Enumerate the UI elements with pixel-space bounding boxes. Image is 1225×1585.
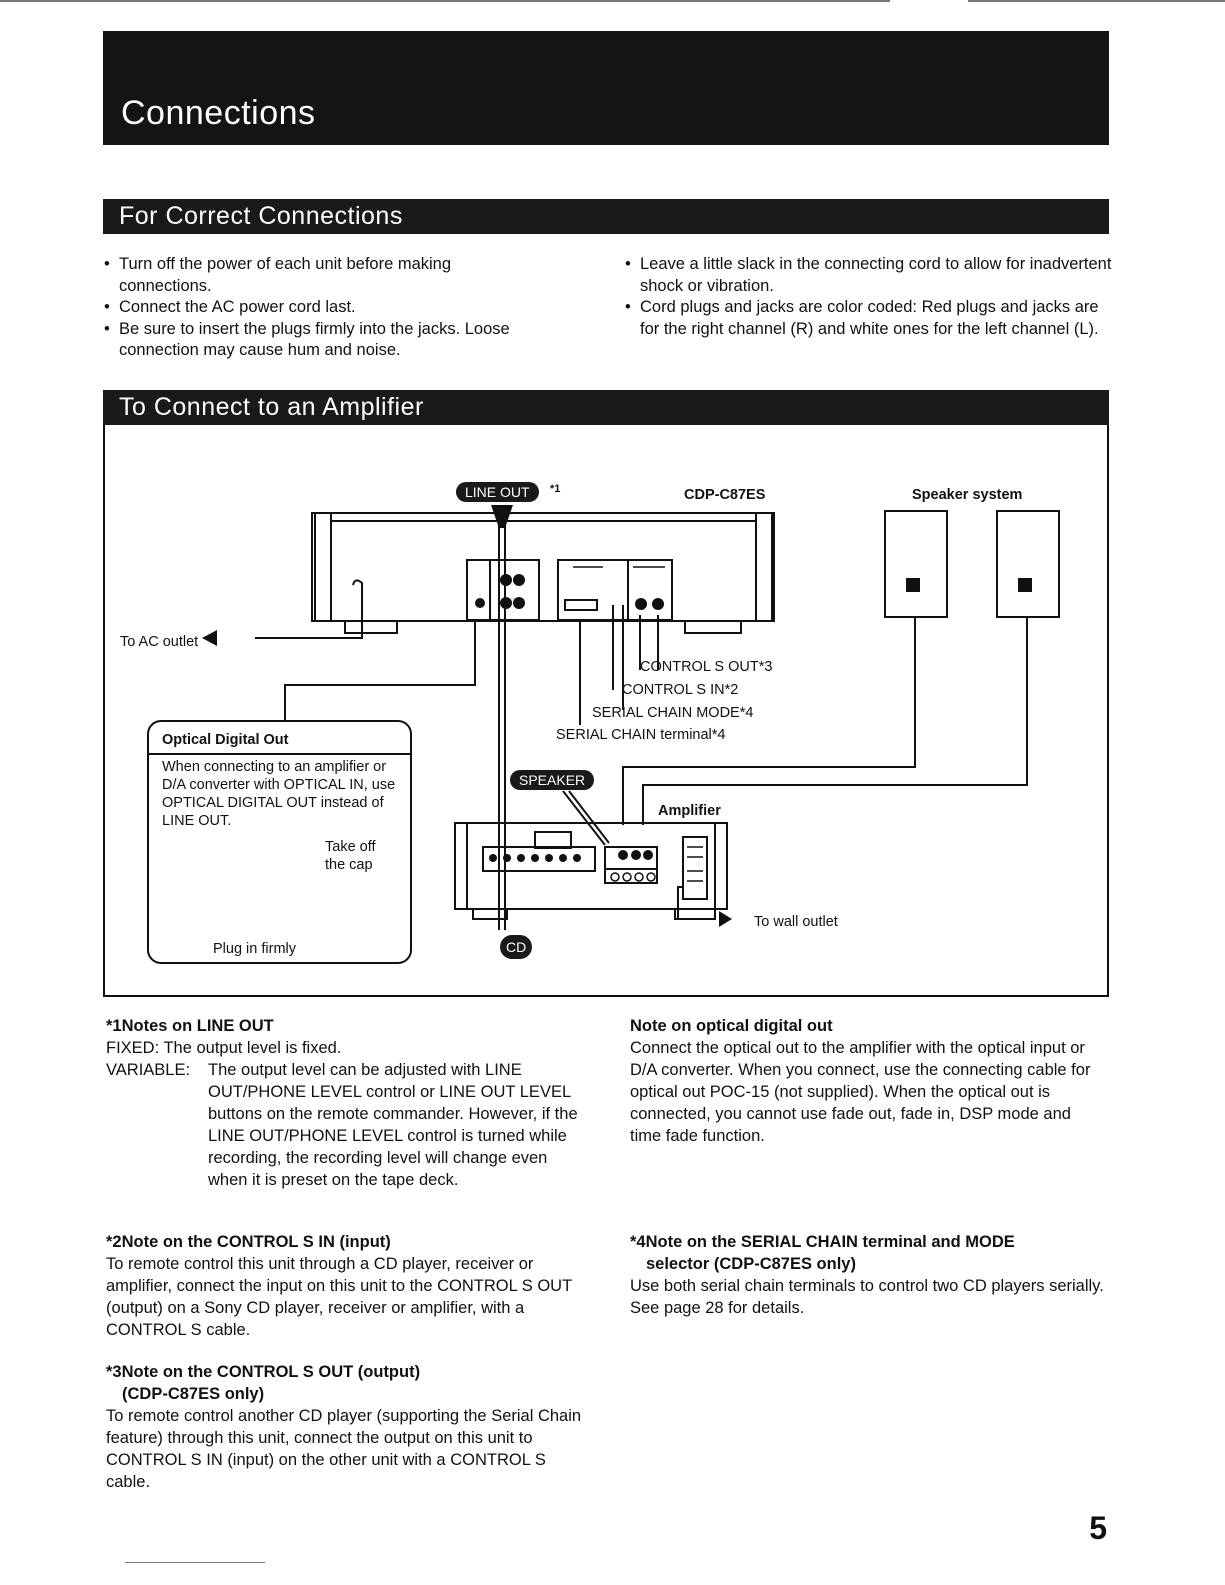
optical-digital-out-box: Optical Digital Out When connecting to a…	[147, 720, 412, 964]
note-variable-label: VARIABLE:	[106, 1061, 191, 1079]
model-label: CDP-C87ES	[684, 487, 766, 503]
top-rule-left	[0, 0, 890, 2]
right-bullet-list: Leave a little slack in the connecting c…	[624, 254, 1114, 340]
cd-player-rear-panel	[311, 512, 775, 622]
plug-in-firmly-label: Plug in firmly	[213, 941, 296, 957]
line-out-ref: *1	[550, 483, 561, 495]
amplifier-rear-panel	[454, 822, 728, 910]
cd-pill: CD	[500, 935, 533, 959]
take-off-cap-label: Take off the cap	[325, 839, 376, 873]
note-control-s-out-title2: (CDP-C87ES only)	[122, 1385, 265, 1403]
control-s-in-label: CONTROL S IN*2	[622, 682, 739, 698]
note-control-s-out: *3Note on the CONTROL S OUT (output) (CD…	[106, 1361, 592, 1493]
note-control-s-in: *2Note on the CONTROL S IN (input) To re…	[106, 1231, 590, 1341]
bullet-item: Cord plugs and jacks are color coded: Re…	[624, 297, 1114, 340]
left-bullet-list: Turn off the power of each unit before m…	[103, 254, 523, 362]
optical-box-divider	[149, 753, 410, 755]
note-line-out-variable: VARIABLE: The output level can be adjust…	[106, 1059, 590, 1191]
speaker-right	[996, 510, 1060, 618]
bullet-item: Turn off the power of each unit before m…	[103, 254, 523, 297]
bullet-item: Be sure to insert the plugs firmly into …	[103, 319, 523, 362]
note-optical: Note on optical digital out Connect the …	[630, 1015, 1100, 1147]
note-control-s-in-text: To remote control this unit through a CD…	[106, 1255, 572, 1339]
wall-outlet-label: To wall outlet	[754, 914, 838, 930]
note-serial-chain: *4Note on the SERIAL CHAIN terminal and …	[630, 1231, 1106, 1319]
page-title: Connections	[121, 94, 316, 132]
bottom-rule	[125, 1562, 265, 1563]
note-serial-chain-title2: selector (CDP-C87ES only)	[646, 1255, 856, 1273]
note-variable-text: The output level can be adjusted with LI…	[208, 1061, 578, 1189]
note-control-s-out-title: *3Note on the CONTROL S OUT (output)	[106, 1363, 421, 1381]
optical-box-title: Optical Digital Out	[162, 732, 289, 748]
note-serial-chain-title: *4Note on the SERIAL CHAIN terminal and …	[630, 1233, 1015, 1251]
optical-box-description: When connecting to an amplifier or D/A c…	[162, 759, 396, 829]
amplifier-heading: To Connect to an Amplifier	[119, 393, 424, 421]
serial-chain-mode-label: SERIAL CHAIN MODE*4	[592, 705, 754, 721]
speaker-system-label: Speaker system	[912, 487, 1023, 503]
speaker-pill: SPEAKER	[510, 770, 595, 790]
page-title-bar: Connections	[103, 31, 1109, 145]
speaker-left	[884, 510, 948, 618]
note-line-out: *1Notes on LINE OUT FIXED: The output le…	[106, 1015, 590, 1191]
note-line-out-title: *1Notes on LINE OUT	[106, 1017, 274, 1035]
control-s-out-label: CONTROL S OUT*3	[640, 659, 773, 675]
note-serial-chain-text: Use both serial chain terminals to contr…	[630, 1277, 1104, 1317]
serial-chain-terminal-label: SERIAL CHAIN terminal*4	[556, 727, 726, 743]
note-line-out-fixed: FIXED: The output level is fixed.	[106, 1039, 342, 1057]
correct-connections-heading: For Correct Connections	[119, 202, 403, 230]
bullet-item: Connect the AC power cord last.	[103, 297, 523, 319]
note-optical-text: Connect the optical out to the amplifier…	[630, 1039, 1091, 1145]
ac-outlet-label: To AC outlet	[120, 634, 199, 650]
amplifier-heading-bar: To Connect to an Amplifier	[103, 390, 1109, 425]
note-control-s-out-text: To remote control another CD player (sup…	[106, 1407, 582, 1491]
top-rule-right	[968, 0, 1225, 2]
note-optical-title: Note on optical digital out	[630, 1017, 833, 1035]
note-control-s-in-title: *2Note on the CONTROL S IN (input)	[106, 1233, 391, 1251]
correct-connections-heading-bar: For Correct Connections	[103, 199, 1109, 234]
line-out-pill: LINE OUT	[456, 482, 539, 502]
bullet-item: Leave a little slack in the connecting c…	[624, 254, 1114, 297]
page-number: 5	[1089, 1510, 1107, 1546]
amplifier-label: Amplifier	[658, 803, 721, 819]
